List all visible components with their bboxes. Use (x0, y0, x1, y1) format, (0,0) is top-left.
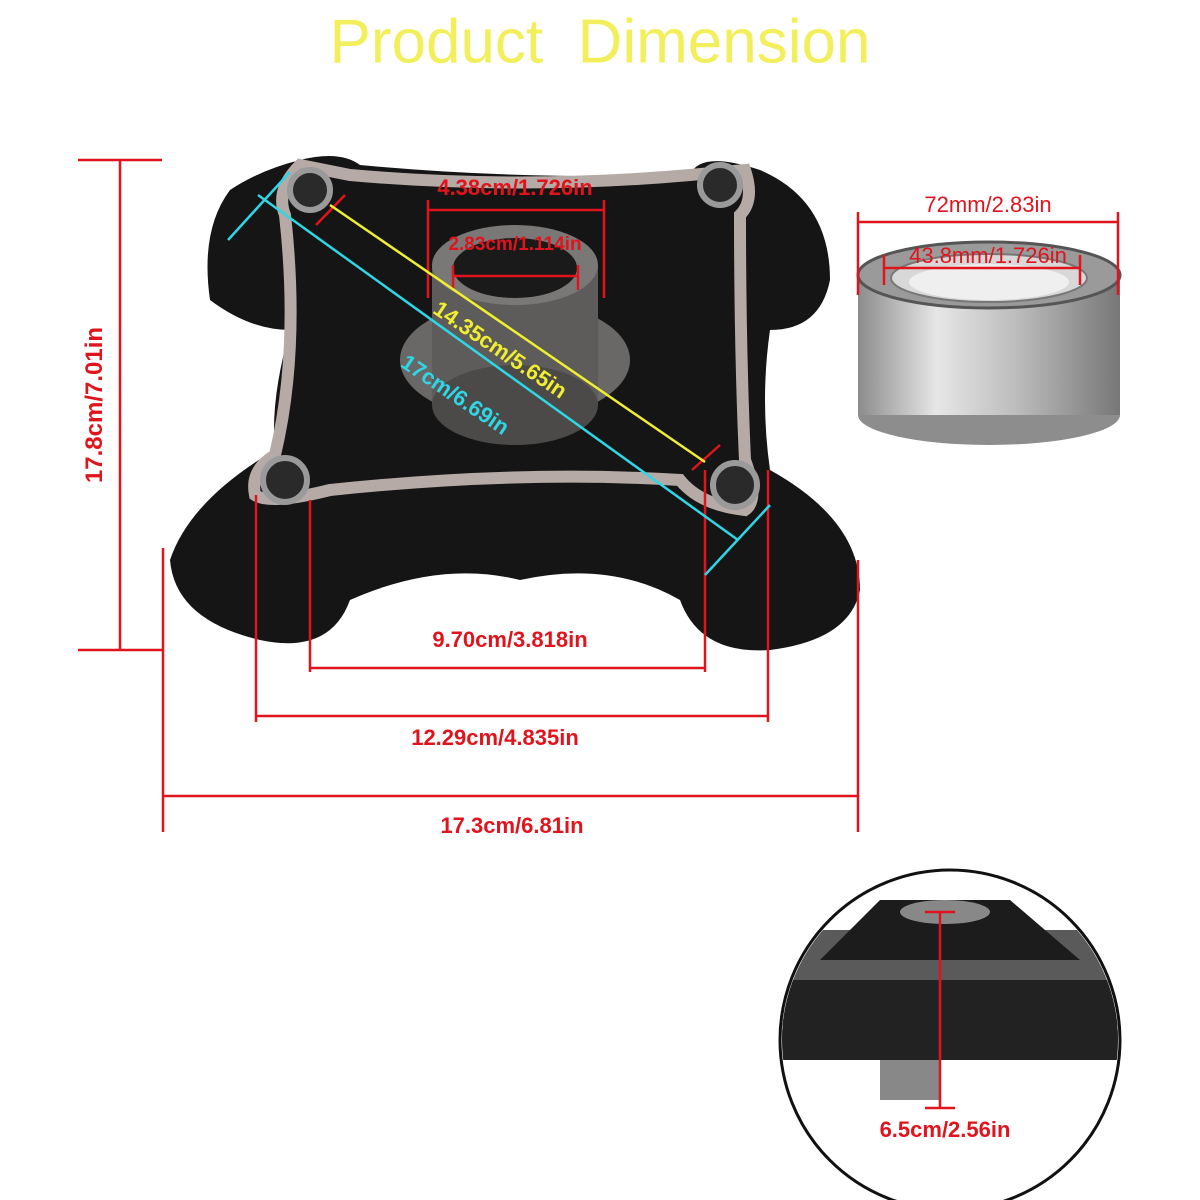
overall-width-label: 17.3cm/6.81in (440, 813, 584, 838)
diagonal-inner-line (329, 203, 706, 464)
inset-detail (778, 868, 1122, 1200)
wheel-bearing (856, 240, 1122, 445)
diagonal-outer-line (227, 171, 771, 576)
flange-outer-label: 4.38cm/1.726in (437, 175, 593, 200)
hole-outer-label: 12.29cm/4.835in (411, 725, 579, 750)
hub-height-label: 17.8cm/7.01in (81, 326, 108, 484)
wheel-hub (170, 156, 860, 651)
dimension-lines (78, 158, 1120, 1110)
inset-depth-label: 6.5cm/2.56in (879, 1117, 1011, 1142)
page-title: Product Dimension (329, 7, 871, 77)
bore-label: 2.83cm/1.114in (448, 234, 582, 255)
bearing-outer-label: 72mm/2.83in (924, 192, 1052, 217)
hole-spacing-label: 9.70cm/3.818in (432, 627, 588, 652)
bearing-inner-label: 43.8mm/1.726in (909, 243, 1067, 268)
